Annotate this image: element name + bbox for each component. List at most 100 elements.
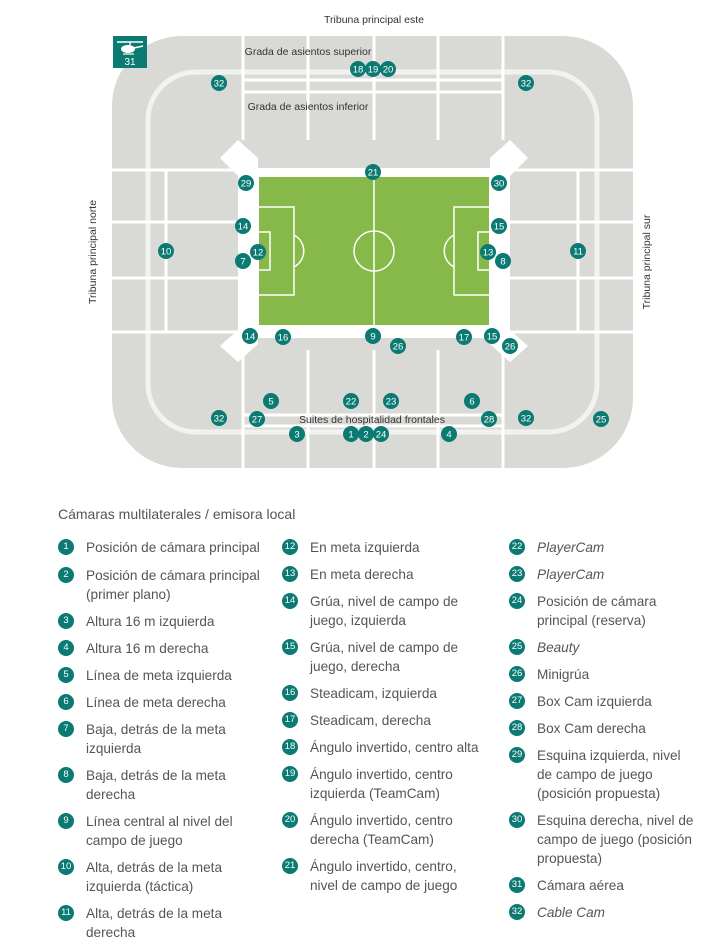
camera-marker[interactable]: 15 — [484, 328, 500, 344]
camera-marker[interactable]: 5 — [263, 393, 279, 409]
camera-marker[interactable]: 22 — [343, 393, 359, 409]
camera-marker[interactable]: 14 — [242, 328, 258, 344]
legend-item-label: Línea de meta izquierda — [86, 668, 232, 683]
legend-item-label: Steadicam, derecha — [310, 713, 431, 728]
legend-item-label: En meta derecha — [310, 567, 414, 582]
camera-marker-number: 19 — [368, 65, 379, 76]
legend-item-label: Grúa, nivel de campo de juego, izquierda — [310, 594, 459, 628]
camera-marker-number: 18 — [353, 65, 364, 76]
camera-marker[interactable]: 30 — [491, 175, 507, 191]
camera-marker[interactable]: 4 — [441, 426, 457, 442]
legend-item-label: Ángulo invertido, centro derecha (TeamCa… — [310, 813, 453, 847]
camera-marker[interactable]: 2 — [358, 426, 374, 442]
camera-marker[interactable]: 8 — [495, 253, 511, 269]
camera-marker[interactable]: 15 — [491, 218, 507, 234]
legend-item-number: 29 — [509, 747, 525, 763]
camera-marker-number: 16 — [278, 333, 289, 344]
camera-markers: 1 2 3 4 5 6 7 8 9 10 11 12 13 14 14 15 1… — [158, 61, 609, 442]
camera-marker-number: 24 — [376, 430, 387, 441]
stadium-diagram: Tribuna principal este Grada de asientos… — [87, 14, 653, 468]
camera-marker[interactable]: 7 — [235, 253, 251, 269]
camera-marker[interactable]: 23 — [383, 393, 399, 409]
legend-item-number: 15 — [282, 639, 298, 655]
legend-item-number: 32 — [509, 904, 525, 920]
camera-marker-number: 15 — [487, 332, 498, 343]
camera-marker[interactable]: 18 — [350, 61, 366, 77]
camera-marker[interactable]: 16 — [275, 329, 291, 345]
camera-marker[interactable]: 19 — [365, 61, 381, 77]
camera-marker-number: 6 — [469, 397, 474, 408]
camera-marker[interactable]: 1 — [343, 426, 359, 442]
legend-item-label: Grúa, nivel de campo de juego, derecha — [310, 640, 459, 674]
legend-item-number: 19 — [282, 766, 298, 782]
camera-marker[interactable]: 32 — [211, 75, 227, 91]
camera-marker[interactable]: 21 — [365, 164, 381, 180]
camera-marker-number: 26 — [505, 342, 516, 353]
camera-marker[interactable]: 14 — [235, 218, 251, 234]
legend-item-number: 17 — [282, 712, 298, 728]
camera-marker-number: 32 — [521, 414, 532, 425]
camera-marker-number: 13 — [483, 248, 494, 259]
legend-item-label: Ángulo invertido, centro izquierda (Team… — [310, 767, 453, 801]
legend-item-label: Cámara aérea — [537, 878, 624, 893]
legend-item-number: 12 — [282, 539, 298, 555]
camera-marker-number: 9 — [370, 332, 375, 343]
camera-marker[interactable]: 27 — [249, 411, 265, 427]
legend-item: 25 Beauty — [509, 638, 699, 657]
camera-marker-number: 27 — [252, 415, 263, 426]
camera-marker[interactable]: 32 — [518, 75, 534, 91]
legend-item-label: Alta, detrás de la meta derecha — [86, 906, 223, 940]
legend-item: 14 Grúa, nivel de campo de juego, izquier… — [282, 592, 482, 630]
camera-marker[interactable]: 9 — [365, 328, 381, 344]
camera-marker-number: 4 — [446, 430, 451, 441]
camera-marker[interactable]: 11 — [570, 243, 586, 259]
camera-marker[interactable]: 12 — [250, 244, 266, 260]
legend-item: 20 Ángulo invertido, centro derecha (Team… — [282, 811, 482, 849]
legend-item-label: Ángulo invertido, centro, nivel de campo… — [310, 859, 458, 893]
legend-item-label: Esquina izquierda, nivel de campo de jue… — [537, 748, 681, 801]
camera-marker[interactable]: 25 — [593, 411, 609, 427]
legend-item-number: 23 — [509, 566, 525, 582]
legend-item-number: 24 — [509, 593, 525, 609]
camera-marker-number: 10 — [161, 247, 172, 258]
camera-marker[interactable]: 6 — [464, 393, 480, 409]
legend-item: 17 Steadicam, derecha — [282, 711, 482, 730]
camera-marker[interactable]: 10 — [158, 243, 174, 259]
camera-marker[interactable]: 26 — [390, 338, 406, 354]
legend-item-number: 6 — [58, 694, 74, 710]
legend-item-label: Box Cam izquierda — [537, 694, 652, 709]
camera-marker[interactable]: 32 — [518, 410, 534, 426]
camera-marker-number: 2 — [363, 430, 368, 441]
legend-item-number: 25 — [509, 639, 525, 655]
camera-marker[interactable]: 24 — [373, 426, 389, 442]
camera-marker-number: 32 — [521, 79, 532, 90]
legend-item-label: Box Cam derecha — [537, 721, 646, 736]
legend-item-label: Beauty — [537, 640, 580, 655]
camera-marker-number: 32 — [214, 414, 225, 425]
legend-item-number: 30 — [509, 812, 525, 828]
legend-item-number: 1 — [58, 539, 74, 555]
camera-marker-number: 20 — [383, 65, 394, 76]
camera-marker-number: 32 — [214, 79, 225, 90]
camera-marker[interactable]: 26 — [502, 338, 518, 354]
legend-item-number: 14 — [282, 593, 298, 609]
camera-marker[interactable]: 29 — [238, 175, 254, 191]
camera-marker[interactable]: 20 — [380, 61, 396, 77]
camera-marker[interactable]: 28 — [481, 411, 497, 427]
camera-marker[interactable]: 17 — [456, 329, 472, 345]
camera-marker-number: 11 — [573, 247, 583, 258]
legend-item-number: 20 — [282, 812, 298, 828]
camera-marker[interactable]: 32 — [211, 410, 227, 426]
camera-marker[interactable]: 13 — [480, 244, 496, 260]
camera-marker[interactable]: 3 — [289, 426, 305, 442]
